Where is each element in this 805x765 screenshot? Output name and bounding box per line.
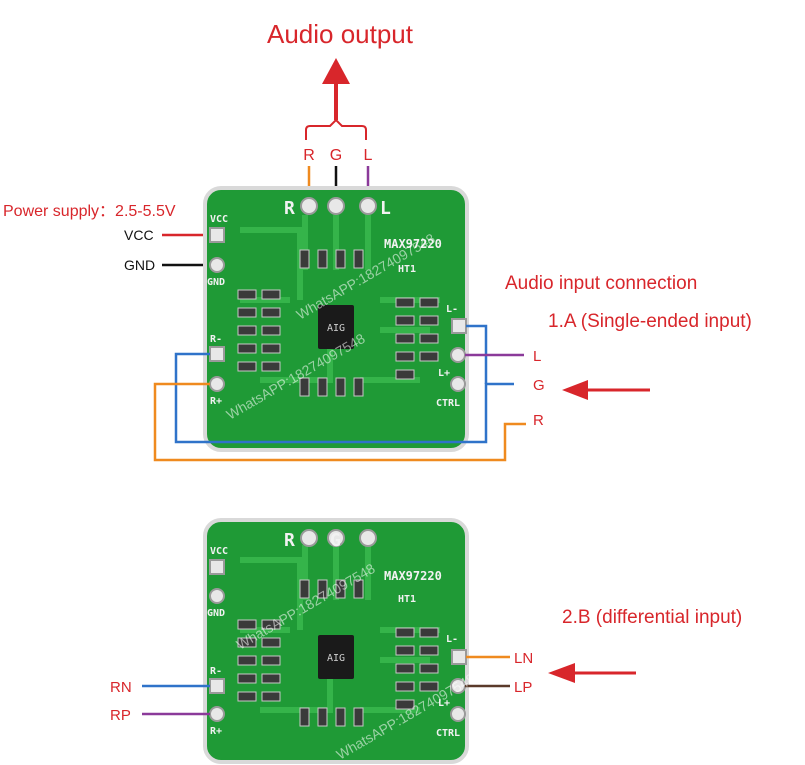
silk-ctrl-top: CTRL [436, 398, 460, 409]
silk-lplus-bottom: L+ [438, 698, 450, 709]
mode-b-label: 2.B (differential input) [562, 607, 742, 628]
input-pin-rn-label: RN [110, 679, 132, 696]
gnd-wire-label: GND [124, 257, 155, 273]
silk-gnd-top: GND [207, 277, 225, 288]
input-arrowhead-bottom [548, 663, 575, 683]
title-audio-output: Audio output [267, 19, 414, 49]
chip-name-bottom: MAX97220 [384, 569, 442, 583]
silk-r-bottom: R [284, 530, 295, 551]
silk-code-top: HT1 [398, 264, 416, 275]
input-pin-r-label: R [533, 412, 544, 429]
silk-vcc-top: VCC [210, 214, 228, 225]
silk-lplus-top: L+ [438, 368, 450, 379]
input-wire-l-minus-blue [466, 324, 488, 384]
vcc-wire-label: VCC [124, 227, 154, 243]
input-pin-rp-label: RP [110, 707, 131, 724]
mode-a-label: 1.A (Single-ended input) [548, 311, 752, 332]
silk-rplus-top: R+ [210, 396, 222, 407]
input-pin-l-label: L [533, 348, 541, 365]
output-pin-l-label: L [364, 147, 373, 164]
silk-rplus-bottom: R+ [210, 726, 222, 737]
chip-mark-top: AIG [327, 323, 345, 334]
output-arrowhead [322, 58, 350, 84]
silk-rminus-top: R- [210, 334, 222, 345]
input-pin-lp-label: LP [514, 679, 532, 696]
silk-gnd-bottom: GND [207, 608, 225, 619]
silk-lminus-top: L- [446, 304, 458, 315]
amplifier-board-top: AIG R L [203, 186, 469, 452]
silk-r-top: R [284, 198, 295, 219]
silk-rminus-bottom: R- [210, 666, 222, 677]
silk-vcc-bottom: VCC [210, 546, 228, 557]
input-pin-g-label: G [533, 377, 545, 394]
input-wire-g-blue [174, 352, 514, 444]
input-arrowhead-top [562, 380, 588, 400]
amplifier-board-bottom: AIG R G VCC GND R- [203, 518, 469, 764]
input-wire-r-orange [153, 382, 526, 462]
silk-ctrl-bottom: CTRL [436, 728, 460, 739]
output-pin-r-label: R [303, 147, 315, 164]
silk-code-bottom: HT1 [398, 594, 416, 605]
power-supply-label: Power supply：2.5-5.5V [3, 203, 176, 220]
chip-mark-bottom: AIG [327, 653, 345, 664]
silk-l-top: L [380, 198, 391, 219]
silk-lminus-bottom: L- [446, 634, 458, 645]
input-pin-ln-label: LN [514, 650, 533, 667]
output-brace [305, 118, 367, 140]
output-pin-g-label: G [330, 147, 342, 164]
chip-name-top: MAX97220 [384, 237, 442, 251]
input-heading: Audio input connection [505, 273, 697, 294]
silk-g-bottom: G [330, 530, 341, 551]
